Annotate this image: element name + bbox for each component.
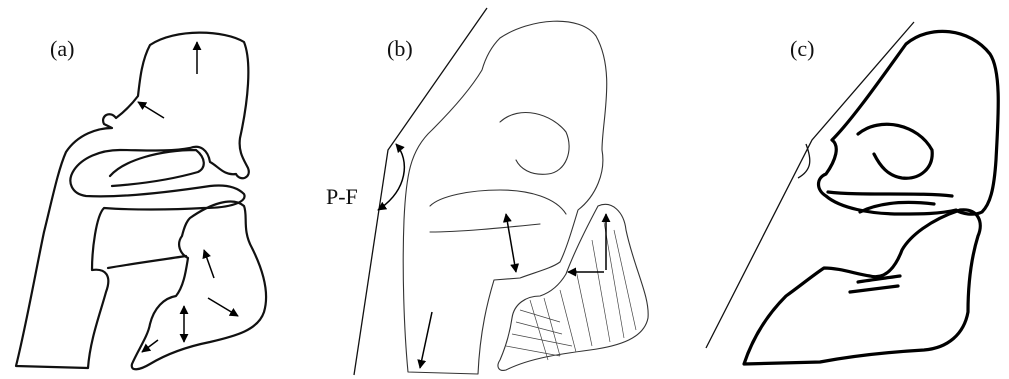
- panel-a-lower-jaw-bar: [108, 256, 186, 268]
- panel-b-frontal-line: [354, 8, 487, 375]
- panel-b: (b) P-F: [326, 8, 648, 375]
- panel-b-skull-outline: [403, 21, 607, 374]
- panel-a-arrow-mandible-diag: [208, 298, 238, 316]
- panel-b-angle-arc: [378, 144, 404, 210]
- panel-a-arrow-mandible-up: [204, 250, 214, 278]
- panel-a-arrow-rostral: [138, 102, 164, 118]
- panel-c-palate-line: [828, 192, 952, 212]
- panel-a-palate-line: [110, 150, 204, 186]
- panel-a-arrow-tip: [142, 340, 158, 352]
- panel-b-arrow-double: [506, 214, 516, 272]
- panel-a-label: (a): [50, 36, 74, 61]
- panel-c-angle-arc: [798, 144, 810, 178]
- panel-b-orbit: [500, 113, 569, 175]
- panel-c-mandible-outline: [744, 210, 980, 364]
- panel-c-label: (c): [790, 36, 814, 61]
- panel-b-mandible-outline: [498, 204, 648, 370]
- panel-b-palate-line: [430, 190, 566, 232]
- panel-c-skull-outline: [819, 31, 999, 214]
- panel-c-lower-jaw-bars: [850, 276, 900, 292]
- panel-b-angle-label: P-F: [326, 184, 358, 209]
- panel-b-label: (b): [387, 36, 413, 61]
- panel-b-mandible-texture: [506, 222, 636, 360]
- panel-a-skull-outline: [16, 33, 249, 368]
- panel-c: (c): [706, 22, 998, 364]
- panel-c-orbit: [858, 124, 932, 178]
- panel-c-frontal-line: [706, 22, 914, 348]
- panel-b-arrow-down: [420, 312, 432, 368]
- panel-a: (a): [16, 33, 266, 370]
